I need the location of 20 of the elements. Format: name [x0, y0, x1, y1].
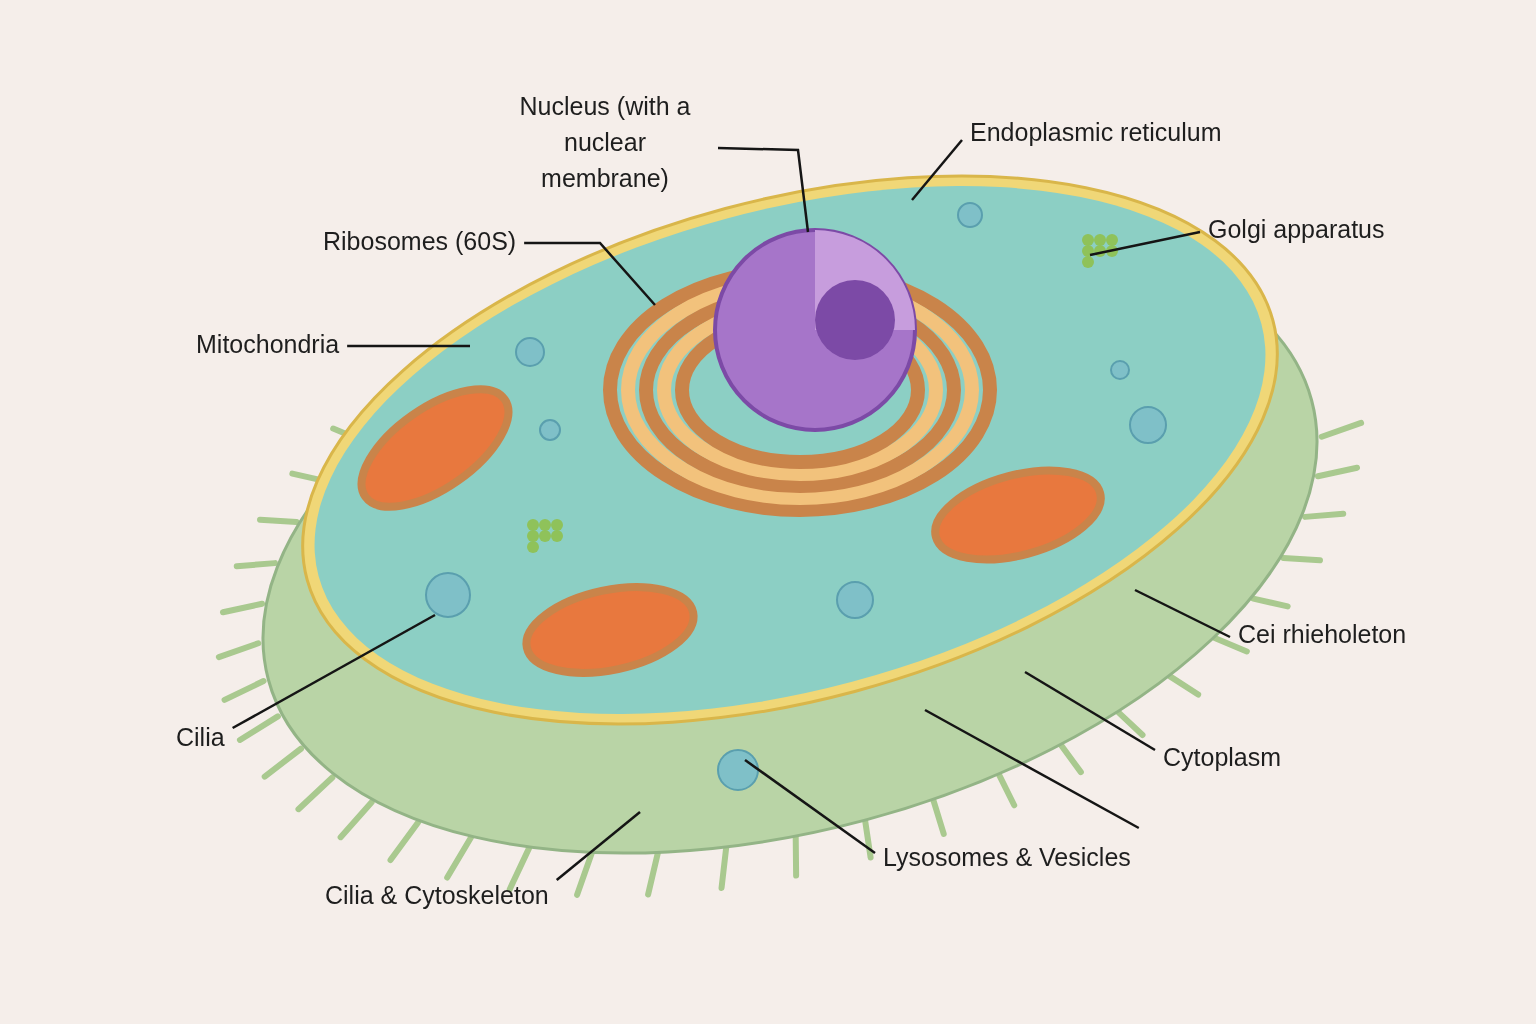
leader-line: [232, 613, 436, 730]
leader-line: [555, 811, 641, 881]
part-label: Lysosomes & Vesicles: [883, 839, 1131, 875]
leader-line: [347, 344, 470, 348]
leader-line: [524, 241, 656, 306]
part-label: Endoplasmic reticulum: [970, 114, 1222, 150]
part-label: Cytoplasm: [1163, 739, 1282, 775]
leader-line: [1134, 588, 1231, 639]
part-label: Ribosomes (60S): [323, 223, 517, 259]
leader-line: [924, 708, 1140, 830]
leader-line: [1024, 670, 1156, 752]
part-label: Mitochondria: [196, 326, 340, 362]
part-label: Cilia & Cytoskeleton: [325, 877, 549, 913]
leader-line: [911, 139, 963, 201]
part-label: Nucleus (with a nuclear membrane): [500, 88, 710, 196]
part-label: Golgi apparatus: [1208, 211, 1385, 247]
leader-line: [744, 759, 876, 854]
leader-line: [717, 146, 810, 233]
part-label: Cei rhieholeton: [1238, 616, 1407, 652]
part-label: Cilia: [176, 719, 225, 755]
